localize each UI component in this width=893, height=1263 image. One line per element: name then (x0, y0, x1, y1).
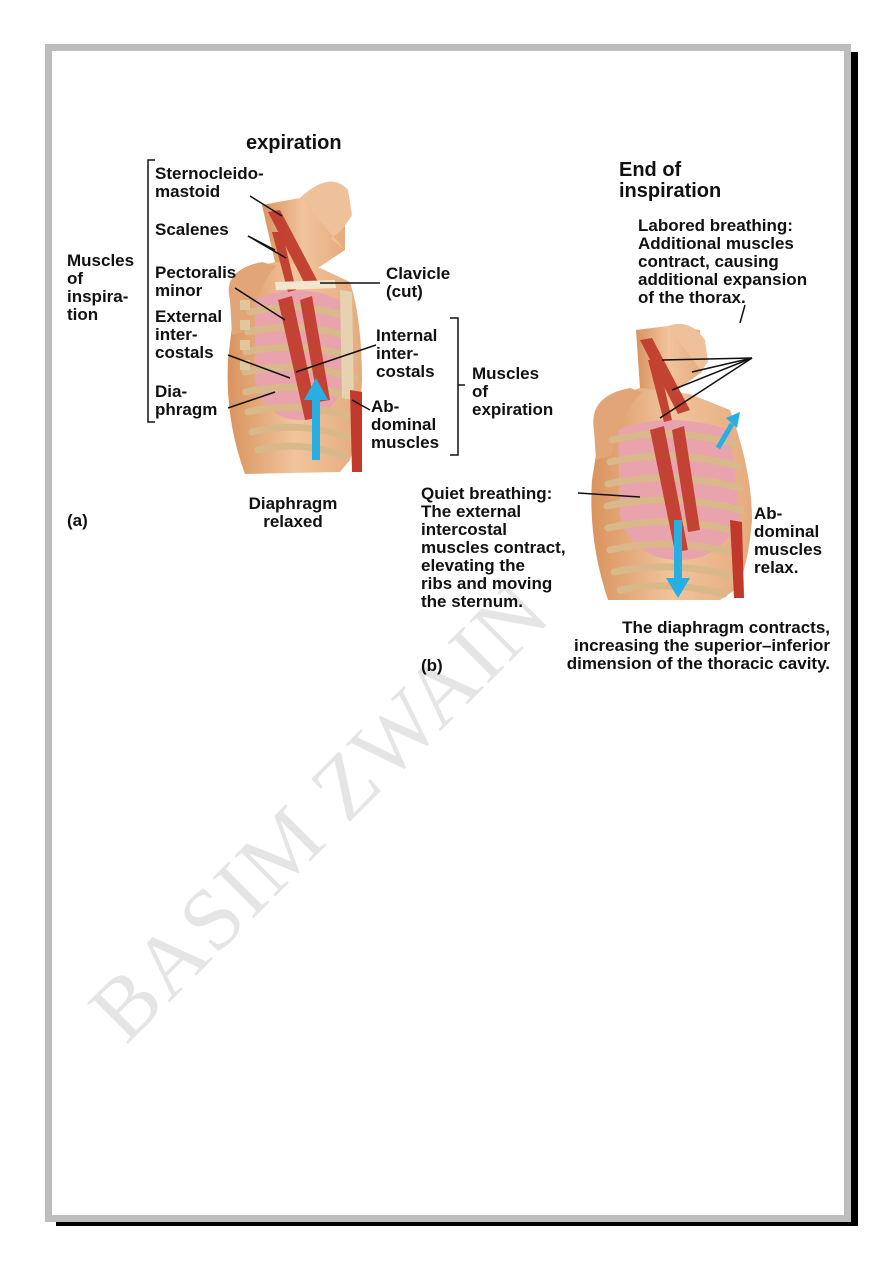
torso-b (591, 323, 752, 600)
leader-lines-a (147, 159, 465, 456)
diaphragm-arrow-up (304, 378, 328, 460)
label-scalenes: Scalenes (155, 220, 229, 239)
label-muscles-of-expiration: Muscles of expiration (472, 364, 554, 419)
label-abdominal-muscles-relax: Ab- dominal muscles relax. (754, 504, 823, 577)
torso-a (227, 181, 362, 474)
label-sternocleidomastoid: Sternocleido- mastoid (155, 164, 264, 201)
label-muscles-of-inspiration: Muscles of inspira- tion (67, 251, 135, 324)
caption-diaphragm-relaxed: Diaphragm relaxed (248, 494, 338, 531)
panel-label-a: (a) (67, 511, 88, 530)
sternum-arrow (715, 412, 740, 450)
label-pectoralis-minor: Pectoralis minor (155, 263, 237, 300)
diaphragm-arrow-down (666, 520, 690, 598)
label-labored-breathing: Labored breathing: Additional muscles co… (638, 216, 808, 307)
label-diaphragm: Dia- phragm (155, 382, 218, 419)
label-clavicle: Clavicle (cut) (386, 264, 451, 301)
label-abdominal-muscles: Ab- dominal muscles (371, 397, 440, 452)
label-diaphragm-contracts: The diaphragm contracts, increasing the … (566, 618, 830, 673)
page-frame (45, 44, 851, 1222)
title-expiration: expiration (246, 132, 342, 154)
label-external-intercostals: External inter- costals (155, 307, 223, 362)
label-quiet-breathing: Quiet breathing: The external intercosta… (421, 484, 566, 611)
title-end-of-inspiration: End of inspiration (619, 159, 722, 202)
label-internal-intercostals: Internal inter- costals (376, 326, 438, 381)
panel-label-b: (b) (421, 656, 443, 675)
leader-lines-b (577, 304, 753, 498)
